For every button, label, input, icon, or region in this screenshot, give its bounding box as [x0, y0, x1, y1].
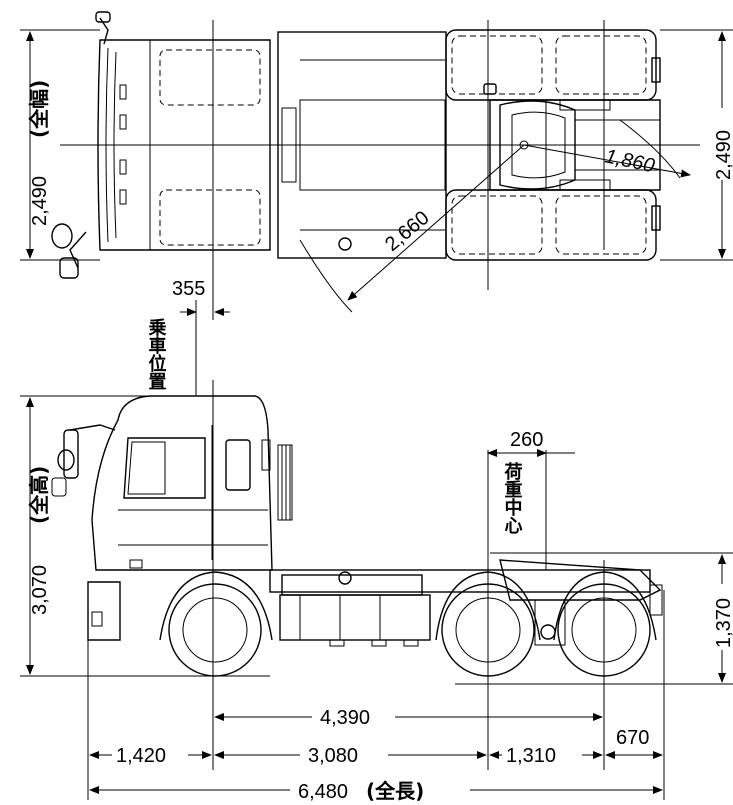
rear-overhang-value: 670 — [616, 727, 649, 749]
wheelbase-total-value: 4,390 — [320, 707, 370, 729]
coupler-offset-value: 260 — [510, 429, 543, 451]
turn-radius-lines — [299, 119, 691, 313]
seat-offset-value: 355 — [172, 278, 205, 300]
front-wheel — [159, 571, 273, 677]
top-view: 2,490 (全幅) 2,490 1,860 2,660 — [20, 11, 733, 320]
width-dim-right — [660, 29, 733, 261]
wheelbase-first-value: 3,080 — [308, 745, 358, 767]
coupler-height-dim — [712, 554, 732, 683]
front-bumper — [87, 581, 121, 641]
coupler-label: 荷重中心 — [502, 461, 523, 534]
overall-length-value: 6,480 — [298, 781, 348, 803]
overall-height-value: 3,070 — [29, 565, 51, 615]
overall-length-label: (全長) — [366, 779, 424, 803]
side-view — [20, 380, 733, 800]
top-cab — [51, 11, 271, 279]
overall-height-label: (全高) — [27, 466, 51, 524]
length-dims — [89, 751, 663, 794]
rear-wheel-2 — [553, 571, 657, 677]
side-frame — [269, 559, 663, 647]
seat-label: 乗車位置 — [146, 318, 167, 390]
width-dim-left — [20, 29, 100, 261]
rear-axle-offset-value: 1,310 — [506, 745, 556, 767]
width-left-value: 2,490 — [29, 176, 51, 226]
coupler-height-value: 1,370 — [713, 598, 733, 648]
side-cab — [51, 395, 293, 571]
width-left-label: (全幅) — [27, 80, 51, 138]
top-chassis — [277, 31, 447, 259]
seat-position-dim — [180, 300, 230, 395]
front-overhang-value: 1,420 — [116, 745, 166, 767]
width-right-value: 2,490 — [713, 130, 733, 180]
turn-radius-small: 1,860 — [603, 145, 657, 177]
top-rear-wheels — [445, 29, 661, 261]
